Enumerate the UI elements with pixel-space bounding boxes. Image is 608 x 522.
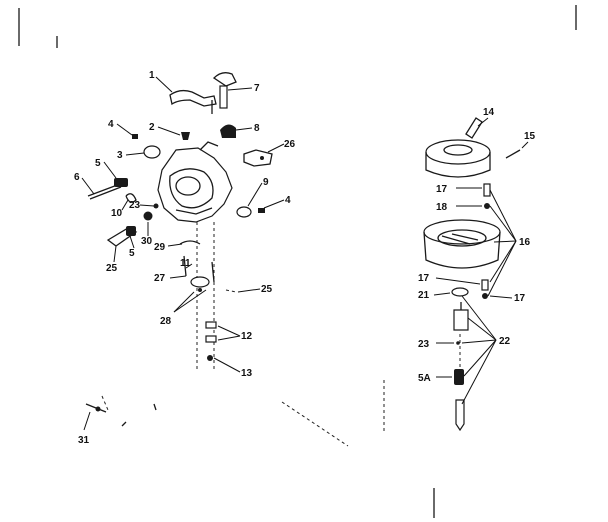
callout-5-lower: 5 <box>129 248 135 259</box>
scan-edge-marks <box>18 5 577 518</box>
callout-4-right: 4 <box>285 195 291 206</box>
callout-8: 8 <box>254 123 260 134</box>
callout-5-upper: 5 <box>95 158 101 169</box>
callout-4-left: 4 <box>108 119 114 130</box>
callout-6: 6 <box>74 172 80 183</box>
callout-12: 12 <box>241 331 253 342</box>
callout-23-left: 23 <box>129 200 141 211</box>
callout-21: 21 <box>418 290 430 301</box>
callout-17-right: 17 <box>514 293 526 304</box>
callout-5a: 5A <box>418 373 431 384</box>
callout-labels: 1 2 3 4 5 6 7 8 9 4 10 23 26 30 5 25 29 … <box>74 70 536 446</box>
callout-7: 7 <box>254 83 260 94</box>
callout-3: 3 <box>117 150 123 161</box>
callout-24: 25 <box>106 263 118 274</box>
callout-17-middle: 17 <box>418 273 430 284</box>
callout-16: 16 <box>519 237 531 248</box>
callout-25: 25 <box>261 284 273 295</box>
callout-29: 29 <box>154 242 166 253</box>
callout-30: 30 <box>141 236 153 247</box>
callout-14: 14 <box>483 107 495 118</box>
callout-10: 10 <box>111 208 123 219</box>
callout-11: 11 <box>180 258 191 269</box>
float-bowl-assembly <box>423 117 521 432</box>
callout-26: 26 <box>284 139 296 150</box>
leader-lines <box>81 76 529 431</box>
callout-17-top: 17 <box>436 184 448 195</box>
callout-23-right: 23 <box>418 339 430 350</box>
callout-28: 28 <box>160 316 172 327</box>
callout-27: 27 <box>154 273 166 284</box>
callout-1: 1 <box>149 70 155 81</box>
callout-22: 22 <box>499 336 511 347</box>
callout-31: 31 <box>78 435 90 446</box>
carburetor-body-assembly <box>85 72 385 447</box>
callout-9: 9 <box>263 177 269 188</box>
callout-18: 18 <box>436 202 448 213</box>
callout-2: 2 <box>149 122 155 133</box>
callout-15: 15 <box>524 131 536 142</box>
callout-13: 13 <box>241 368 253 379</box>
